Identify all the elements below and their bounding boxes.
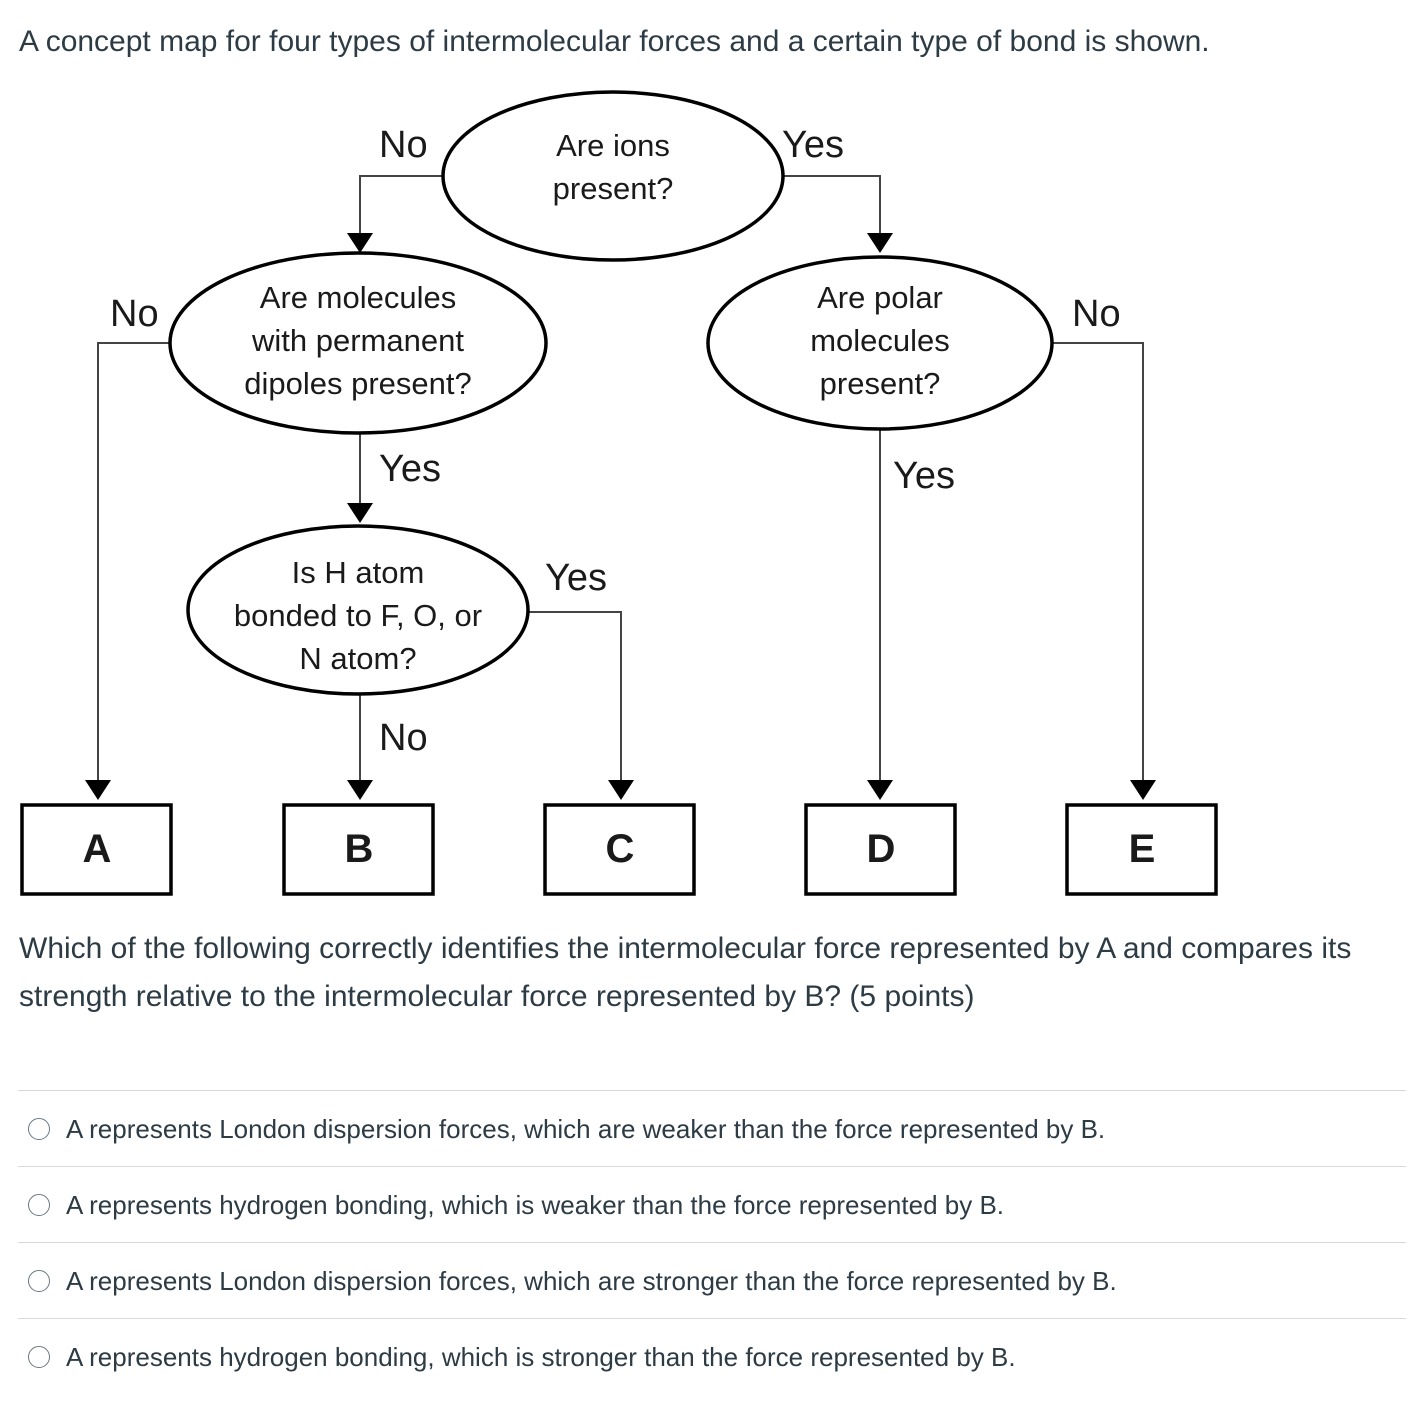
node-polar-line-1: Are polar	[817, 280, 943, 315]
edge-label-polar-no: No	[1072, 293, 1121, 335]
node-dipoles-ellipse	[168, 251, 548, 435]
answer-options: A represents London dispersion forces, w…	[18, 1090, 1406, 1394]
connectors	[97, 175, 1144, 780]
arrowhead-to-hbond	[347, 503, 373, 523]
node-polar-line-3: present?	[820, 366, 941, 401]
box-label-d: D	[867, 827, 896, 871]
intro-text: A concept map for four types of intermol…	[19, 25, 1210, 58]
answer-option[interactable]: A represents hydrogen bonding, which is …	[18, 1166, 1406, 1242]
node-hbond-line-3: N atom?	[299, 641, 416, 676]
answer-option-text[interactable]: A represents London dispersion forces, w…	[66, 1265, 1117, 1296]
node-hbond-ellipse	[186, 524, 530, 696]
edge-labels: No Yes No No Yes Yes Yes No	[110, 124, 1121, 759]
answer-option-text[interactable]: A represents hydrogen bonding, which is …	[66, 1341, 1016, 1372]
arrowheads	[85, 233, 1156, 800]
node-ions-line-1: Are ions	[556, 128, 670, 163]
answer-option[interactable]: A represents London dispersion forces, w…	[18, 1090, 1406, 1166]
answer-option-text[interactable]: A represents hydrogen bonding, which is …	[66, 1189, 1005, 1220]
box-label-a: A	[83, 827, 112, 871]
arrowhead-to-polar	[867, 233, 893, 253]
box-label-c: C	[606, 827, 635, 871]
box-a	[20, 803, 173, 896]
edge-label-polar-yes: Yes	[893, 455, 955, 497]
node-hbond-line-1: Is H atom	[292, 555, 425, 590]
node-polar-ellipse	[706, 255, 1054, 431]
box-label-e: E	[1129, 827, 1156, 871]
node-dipoles-line-2: with permanent	[251, 323, 464, 358]
answer-option[interactable]: A represents hydrogen bonding, which is …	[18, 1318, 1406, 1394]
radio-button[interactable]	[28, 1269, 50, 1292]
answer-option-text[interactable]: A represents London dispersion forces, w…	[66, 1113, 1106, 1144]
node-polar-line-2: molecules	[810, 323, 950, 358]
box-labels: A B C D E	[83, 827, 1156, 871]
edge-label-hbond-yes: Yes	[545, 557, 607, 599]
box-b	[282, 803, 435, 896]
edge-label-ions-yes: Yes	[782, 124, 844, 166]
node-dipoles-line-1: Are molecules	[260, 280, 456, 315]
node-hbond-line-2: bonded to F, O, or	[234, 598, 482, 633]
connector-hbond-yes	[525, 611, 622, 780]
arrowhead-to-dipoles	[347, 233, 373, 253]
box-label-b: B	[345, 827, 374, 871]
arrowhead-to-d	[867, 780, 893, 800]
answer-option[interactable]: A represents London dispersion forces, w…	[18, 1242, 1406, 1318]
box-c	[543, 803, 696, 896]
node-ions-line-2: present?	[553, 171, 674, 206]
connector-polar-no	[1052, 342, 1144, 780]
edge-label-ions-no: No	[379, 124, 428, 166]
edge-label-dipoles-yes: Yes	[379, 448, 441, 490]
node-ions-ellipse	[441, 90, 785, 262]
radio-button[interactable]	[28, 1345, 50, 1368]
arrowhead-to-c	[608, 780, 634, 800]
connector-ions-no	[359, 175, 443, 233]
connector-dipoles-no	[97, 342, 170, 780]
decision-nodes	[168, 90, 1054, 696]
edge-label-dipoles-no: No	[110, 293, 159, 335]
concept-map-diagram: Are ions present? Are molecules with per…	[20, 90, 1218, 896]
arrowhead-to-a	[85, 780, 111, 800]
node-labels: Are ions present? Are molecules with per…	[234, 128, 950, 676]
box-e	[1065, 803, 1218, 896]
arrowhead-to-e	[1130, 780, 1156, 800]
box-d	[804, 803, 957, 896]
radio-button[interactable]	[28, 1193, 50, 1216]
arrowhead-to-b	[347, 780, 373, 800]
connector-ions-yes	[783, 175, 881, 233]
question-text: Which of the following correctly identif…	[19, 932, 1352, 1013]
radio-button[interactable]	[28, 1117, 50, 1140]
node-dipoles-line-3: dipoles present?	[244, 366, 472, 401]
edge-label-hbond-no: No	[379, 717, 428, 759]
answer-boxes	[20, 803, 1218, 896]
